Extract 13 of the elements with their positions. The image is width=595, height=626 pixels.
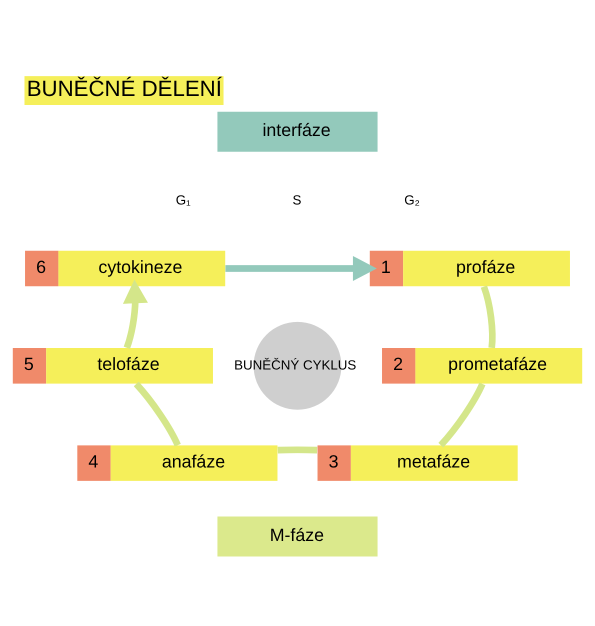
node-box: M-fáze [217, 516, 378, 557]
node-text: G₁ [176, 192, 191, 208]
arrow [225, 256, 377, 282]
node-box: interfáze [217, 112, 378, 152]
connector [134, 382, 181, 447]
connector [278, 446, 318, 454]
node-text: G₂ [404, 192, 420, 208]
arrow [122, 279, 148, 349]
connector [480, 286, 496, 348]
connector [438, 382, 486, 448]
node-text: S [292, 192, 302, 208]
node-label: BUNĚČNÝ CYKLUS [234, 357, 356, 372]
diagram-title: BUNĚČNÉ DĚLENÍ [26, 76, 222, 102]
